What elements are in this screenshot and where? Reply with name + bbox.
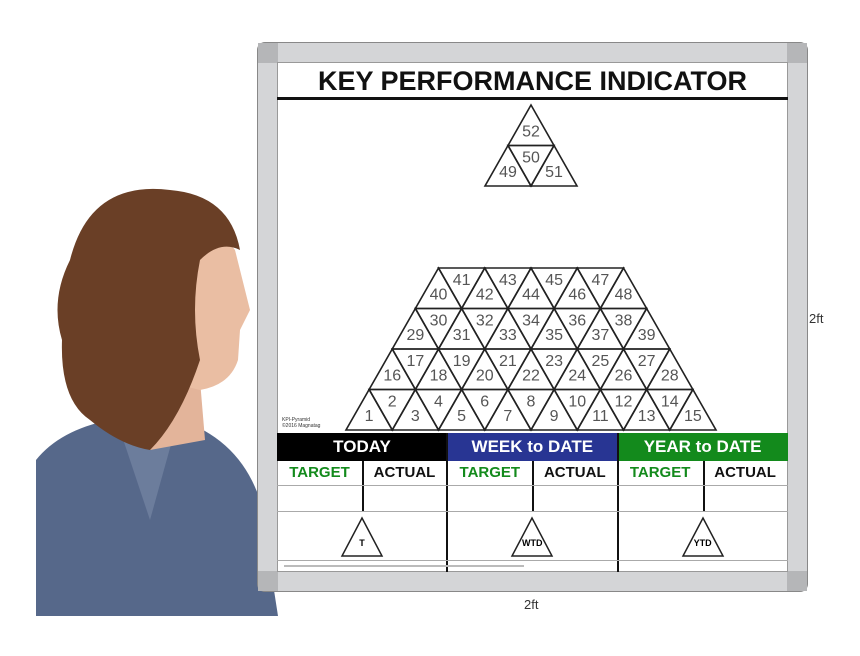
triangle-number: 8 <box>527 394 536 411</box>
triangle-number: 22 <box>522 368 540 385</box>
column-divider <box>532 461 535 511</box>
triangle-number: 5 <box>457 408 466 425</box>
triangle-number: 46 <box>568 287 586 304</box>
triangle-number: 45 <box>545 272 563 289</box>
row-line <box>277 560 788 561</box>
triangle-number: 36 <box>568 313 586 330</box>
triangle-number: 14 <box>661 394 679 411</box>
triangle-number: 24 <box>568 368 586 385</box>
column-divider <box>702 461 705 511</box>
triangle-number: 38 <box>615 313 633 330</box>
triangle-number: 16 <box>383 368 401 385</box>
triangle-number: 50 <box>522 150 540 167</box>
frame-corner <box>787 571 807 591</box>
badge-label: WTD <box>522 538 543 548</box>
triangle-up <box>668 387 718 431</box>
woman-photo <box>36 188 278 616</box>
triangle-number: 31 <box>453 327 471 344</box>
triangle-number: 51 <box>545 164 563 181</box>
triangle-number: 12 <box>615 394 633 411</box>
triangle-number: 27 <box>638 353 656 370</box>
triangle-number: 3 <box>411 408 420 425</box>
badge-triangle-icon <box>340 516 384 557</box>
triangle-number: 2 <box>388 394 397 411</box>
triangle-up <box>529 143 579 187</box>
fine-print <box>284 565 524 567</box>
badge-triangle-icon <box>511 516 554 557</box>
triangle-number: 37 <box>591 327 609 344</box>
row-line <box>277 511 788 512</box>
triangle-number: 7 <box>503 408 512 425</box>
triangle-number: 43 <box>499 272 517 289</box>
triangle-number: 15 <box>684 408 702 425</box>
badge-label: T <box>359 538 365 548</box>
triangle-number: 32 <box>476 313 494 330</box>
frame-corner <box>258 571 278 591</box>
triangle-number: 23 <box>545 353 563 370</box>
triangle-number: 19 <box>453 353 471 370</box>
triangle-number: 52 <box>522 124 540 141</box>
section-header: WEEK to DATE <box>447 433 618 461</box>
triangle-number: 33 <box>499 327 517 344</box>
triangle-number: 41 <box>453 272 471 289</box>
triangle-number: 30 <box>430 313 448 330</box>
triangle-number: 10 <box>568 394 586 411</box>
product-name: KPI-Pyramid <box>282 417 311 423</box>
triangle-number: 26 <box>615 368 633 385</box>
column-divider <box>362 461 364 511</box>
row-line <box>277 485 788 486</box>
triangle-number: 20 <box>476 368 494 385</box>
triangle-number: 21 <box>499 353 517 370</box>
badge-label: YTD <box>693 538 712 548</box>
section-header: TODAY <box>277 433 447 461</box>
frame-corner <box>787 43 807 63</box>
triangle-number: 48 <box>615 287 633 304</box>
triangle-number: 25 <box>591 353 609 370</box>
triangle-number: 29 <box>406 327 424 344</box>
board-title: KEY PERFORMANCE INDICATOR <box>277 62 788 100</box>
target-label: TARGET <box>629 464 691 481</box>
copyright: ©2016 Magnatag <box>282 423 321 429</box>
section-divider <box>616 433 619 572</box>
triangle-number: 47 <box>591 272 609 289</box>
triangle-number: 9 <box>550 408 559 425</box>
triangle-number: 1 <box>365 408 374 425</box>
target-label: TARGET <box>289 464 350 481</box>
triangle-number: 49 <box>499 164 517 181</box>
triangle-number: 39 <box>638 327 656 344</box>
target-label: TARGET <box>459 464 521 481</box>
triangle-number: 42 <box>476 287 494 304</box>
triangle-number: 18 <box>430 368 448 385</box>
section-divider <box>446 433 449 572</box>
actual-label: ACTUAL <box>714 464 776 481</box>
triangle-number: 35 <box>545 327 563 344</box>
width-dimension: 2ft <box>524 597 539 612</box>
triangle-number: 13 <box>638 408 656 425</box>
triangle-number: 4 <box>434 394 443 411</box>
triangle-number: 17 <box>406 353 424 370</box>
height-dimension: 2ft <box>809 311 824 326</box>
triangle-number: 40 <box>430 287 448 304</box>
frame-corner <box>258 43 278 63</box>
actual-label: ACTUAL <box>373 464 436 481</box>
triangle-number: 44 <box>522 287 540 304</box>
triangle-number: 28 <box>661 368 679 385</box>
actual-label: ACTUAL <box>543 464 606 481</box>
triangle-number: 34 <box>522 313 540 330</box>
product-label: KPI-Pyramid ©2016 Magnatag <box>282 417 320 429</box>
badge-triangle-icon <box>681 516 724 557</box>
section-header: YEAR to DATE <box>617 433 788 461</box>
triangle-number: 6 <box>480 394 489 411</box>
triangle-number: 11 <box>592 408 609 425</box>
